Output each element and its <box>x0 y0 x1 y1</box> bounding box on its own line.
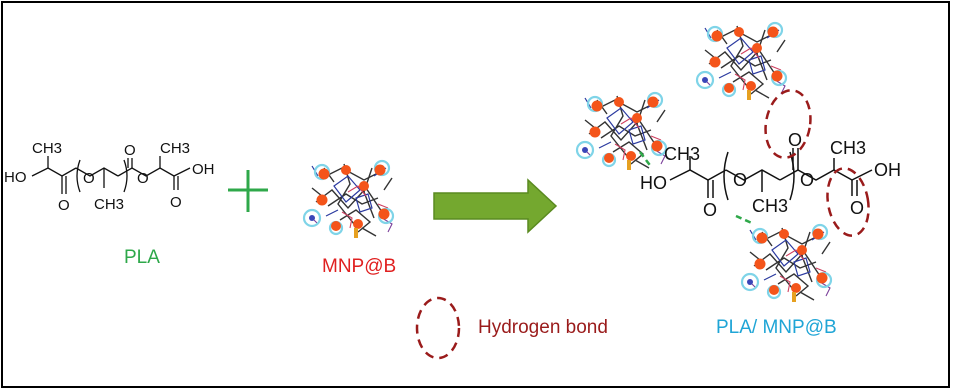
reaction-arrow-icon <box>433 178 558 234</box>
o-label: O <box>124 142 136 159</box>
ho-label: HO <box>4 169 27 186</box>
ch3-label: CH3 <box>830 138 866 158</box>
product-label: PLA/ MNP@B <box>716 317 837 338</box>
o-label: O <box>850 198 864 218</box>
plus-sign-icon <box>228 170 268 212</box>
ho-label: HO <box>640 173 667 193</box>
product-pla-structure <box>669 148 873 201</box>
mnp-molecule-cluster-icon <box>695 21 788 102</box>
pla-label: PLA <box>124 247 160 268</box>
pla-structure <box>31 156 191 194</box>
o-label: O <box>800 170 814 190</box>
o-label: O <box>137 170 149 187</box>
dashed-ellipse-icon <box>764 89 870 237</box>
oh-label: OH <box>192 161 215 178</box>
ch3-label: CH3 <box>664 144 700 164</box>
oh-label: OH <box>874 160 901 180</box>
o-label: O <box>170 194 182 211</box>
dashed-ellipse-icon <box>415 296 461 360</box>
ch3-label: CH3 <box>160 140 190 157</box>
o-label: O <box>703 200 717 220</box>
ch3-label: CH3 <box>94 196 124 213</box>
mnp-molecule-cluster-icon <box>302 159 395 240</box>
o-label: O <box>58 197 70 214</box>
hbond-dash-marks <box>639 151 755 226</box>
ch3-label: CH3 <box>32 140 62 157</box>
o-label: O <box>83 170 95 187</box>
mnp-molecule-cluster-icon <box>575 91 668 172</box>
ch3-label: CH3 <box>752 196 788 216</box>
product-atom-labels: CH3 HO O O CH3 O O CH3 O OH <box>640 130 901 220</box>
legend-hbond-label: Hydrogen bond <box>478 317 608 338</box>
o-label: O <box>733 170 747 190</box>
pla-atom-labels: CH3 HO O O CH3 O O CH3 O OH <box>4 140 215 214</box>
mnp-molecule-cluster-icon <box>740 223 833 304</box>
o-label: O <box>788 130 802 150</box>
mnp-label: MNP@B <box>322 256 397 277</box>
